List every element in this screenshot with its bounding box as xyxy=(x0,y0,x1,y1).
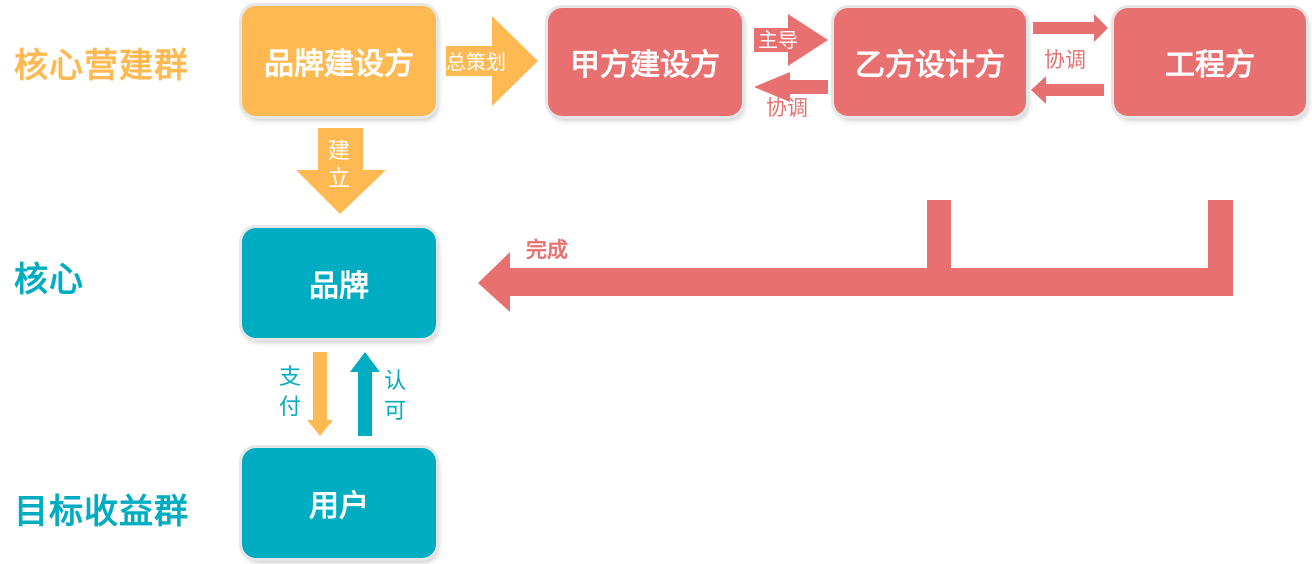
lead-arrow xyxy=(754,14,828,66)
complete-arrow xyxy=(478,252,1233,312)
edge-label-coordinate-2: 协调 xyxy=(1044,48,1086,72)
edge-label-overall-planning: 总策划 xyxy=(446,50,506,74)
pay-arrow xyxy=(307,352,333,436)
edge-label-coordinate-1: 协调 xyxy=(766,96,808,120)
node-party-a-text: 甲方建设方 xyxy=(570,48,720,83)
approve-arrow xyxy=(350,352,380,436)
edge-label-establish-1: 建 xyxy=(328,139,351,164)
node-party-b-designer: 乙方设计方 xyxy=(834,8,1026,116)
group-label-target-beneficiaries: 目标收益群 xyxy=(14,492,189,532)
node-user-text: 用户 xyxy=(309,489,369,524)
group-label-core: 核心 xyxy=(14,260,84,300)
node-party-b-designer-text: 乙方设计方 xyxy=(855,48,1005,83)
node-party-a: 甲方建设方 xyxy=(548,8,742,116)
edge-label-approve-1: 认 xyxy=(384,369,407,394)
edge-label-pay-2: 付 xyxy=(279,395,302,420)
coordinate-arrow-right-top xyxy=(1033,14,1108,42)
edge-label-establish-2: 立 xyxy=(328,167,351,192)
node-user: 用户 xyxy=(242,448,436,558)
coordinate-arrow-right-bottom xyxy=(1031,76,1104,104)
group-label-core-builders: 核心营建群 xyxy=(14,46,189,86)
node-brand-text: 品牌 xyxy=(309,269,369,304)
node-engineering-text: 工程方 xyxy=(1165,48,1255,83)
edge-label-approve-2: 可 xyxy=(384,399,407,424)
coordinate-arrow-left xyxy=(754,72,828,102)
establish-arrow xyxy=(296,128,386,214)
complete-connector-1 xyxy=(927,200,951,270)
node-engineering: 工程方 xyxy=(1114,8,1306,116)
edge-label-complete: 完成 xyxy=(526,238,568,262)
node-brand-builder-text: 品牌建设方 xyxy=(264,47,414,82)
edge-label-lead: 主导 xyxy=(758,28,798,52)
node-brand: 品牌 xyxy=(242,228,436,338)
overall-planning-arrow xyxy=(446,16,538,106)
node-brand-builder: 品牌建设方 xyxy=(242,6,436,116)
edge-label-pay-1: 支 xyxy=(279,365,302,390)
